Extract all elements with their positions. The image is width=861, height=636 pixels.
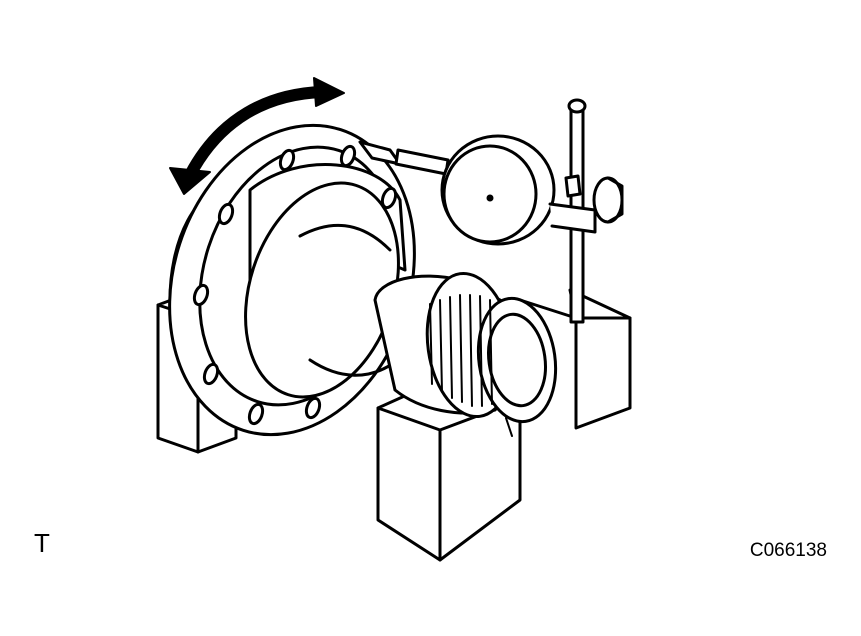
indicator-stand	[518, 98, 632, 430]
rotation-arrow-icon	[169, 77, 345, 195]
axle-flange	[168, 123, 416, 437]
figure-code: C066138	[749, 540, 827, 561]
dial-indicator	[358, 134, 624, 246]
axle-shaft	[373, 271, 558, 437]
corner-mark: T	[34, 528, 50, 558]
